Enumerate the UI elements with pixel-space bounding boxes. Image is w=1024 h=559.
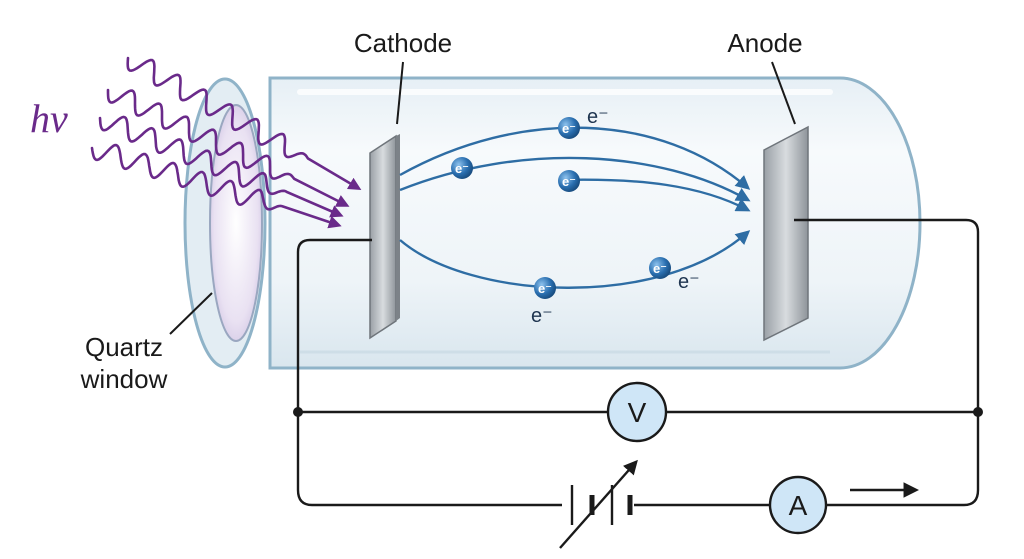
anode-label: Anode <box>727 28 802 58</box>
cathode-lead-wire <box>296 238 562 507</box>
electron: e⁻ <box>649 257 671 279</box>
ammeter-symbol: A <box>789 490 808 521</box>
electron-marker: e⁻ <box>562 174 576 189</box>
photon-wave <box>90 143 342 229</box>
quartz-leader <box>169 292 213 335</box>
electron-path-middle <box>559 178 751 212</box>
electron-marker: e⁻ <box>653 261 667 276</box>
electron-label: e⁻ <box>678 271 700 293</box>
junction-node <box>973 407 983 417</box>
electron-label: e⁻ <box>531 305 553 327</box>
photon-wave <box>126 56 362 190</box>
photon-waves <box>90 56 362 229</box>
electron: e⁻ <box>558 170 580 192</box>
photon-wave <box>106 88 350 207</box>
junction-node <box>293 407 303 417</box>
electron-label: e⁻ <box>587 106 609 128</box>
cathode-label: Cathode <box>354 28 452 58</box>
electron-marker: e⁻ <box>538 281 552 296</box>
anode-leader <box>771 61 796 125</box>
electron: e⁻ <box>558 117 580 139</box>
quartz-label-line1: Quartz <box>85 332 163 362</box>
electrons: e⁻ e⁻ e⁻ e⁻ e⁻ e⁻ e⁻ e⁻ <box>451 106 700 327</box>
quartz-window <box>183 77 267 369</box>
electron-paths <box>399 126 751 289</box>
variable-battery <box>559 459 638 549</box>
electron: e⁻ <box>534 277 556 299</box>
electron-path-upper <box>399 156 751 202</box>
electron-marker: e⁻ <box>455 161 469 176</box>
cathode-plate <box>369 134 400 340</box>
vacuum-tube <box>268 76 922 370</box>
voltmeter-symbol: V <box>628 397 647 428</box>
quartz-label-line2: window <box>80 364 168 394</box>
anode-lead-wire <box>794 218 980 507</box>
electron-path-top <box>399 126 751 190</box>
anode-plate <box>763 125 809 342</box>
voltmeter: V <box>606 381 668 443</box>
variable-arrow <box>559 459 638 549</box>
electron-marker: e⁻ <box>562 121 576 136</box>
photon-wave <box>98 115 344 218</box>
electron: e⁻ <box>451 157 473 179</box>
photon-energy-label: hν <box>30 96 68 141</box>
ammeter: A <box>768 475 828 535</box>
electron-path-bottom <box>399 230 751 289</box>
circuit-wires <box>296 218 980 507</box>
cathode-leader <box>396 61 404 125</box>
